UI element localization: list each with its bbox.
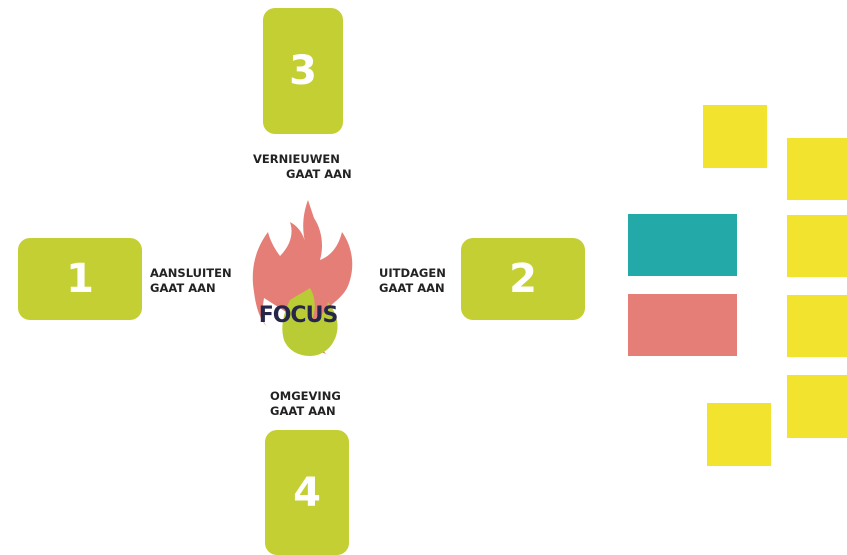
teal-block xyxy=(628,214,737,276)
flame-icon: FOCUS xyxy=(252,200,353,356)
coral-block xyxy=(628,294,737,356)
yellow-square xyxy=(703,105,767,168)
yellow-square xyxy=(787,375,847,438)
label-omgeving-line2: GAAT AAN xyxy=(270,404,336,418)
yellow-square xyxy=(787,215,847,277)
flame-outer xyxy=(252,200,353,354)
card-4: 4 xyxy=(265,430,349,555)
label-aansluiten-line2: GAAT AAN xyxy=(150,281,216,295)
card-2: 2 xyxy=(461,238,585,320)
label-uitdagen-line2: GAAT AAN xyxy=(379,281,445,295)
card-1: 1 xyxy=(18,238,142,320)
yellow-square xyxy=(787,138,847,200)
label-uitdagen-line1: UITDAGEN xyxy=(379,266,446,280)
label-vernieuwen-line2: GAAT AAN xyxy=(286,167,352,181)
flame-inner xyxy=(282,288,338,356)
label-aansluiten-line1: AANSLUITEN xyxy=(150,266,232,280)
card-3: 3 xyxy=(263,8,343,134)
label-omgeving: OMGEVING GAAT AAN xyxy=(270,389,341,419)
label-uitdagen: UITDAGEN GAAT AAN xyxy=(379,266,446,296)
label-vernieuwen: VERNIEUWEN GAAT AAN xyxy=(253,152,352,182)
yellow-square xyxy=(707,403,771,466)
label-aansluiten: AANSLUITEN GAAT AAN xyxy=(150,266,232,296)
label-omgeving-line1: OMGEVING xyxy=(270,389,341,403)
yellow-square xyxy=(787,295,847,357)
label-vernieuwen-line1: VERNIEUWEN xyxy=(253,152,340,166)
focus-text: FOCUS xyxy=(259,303,338,328)
